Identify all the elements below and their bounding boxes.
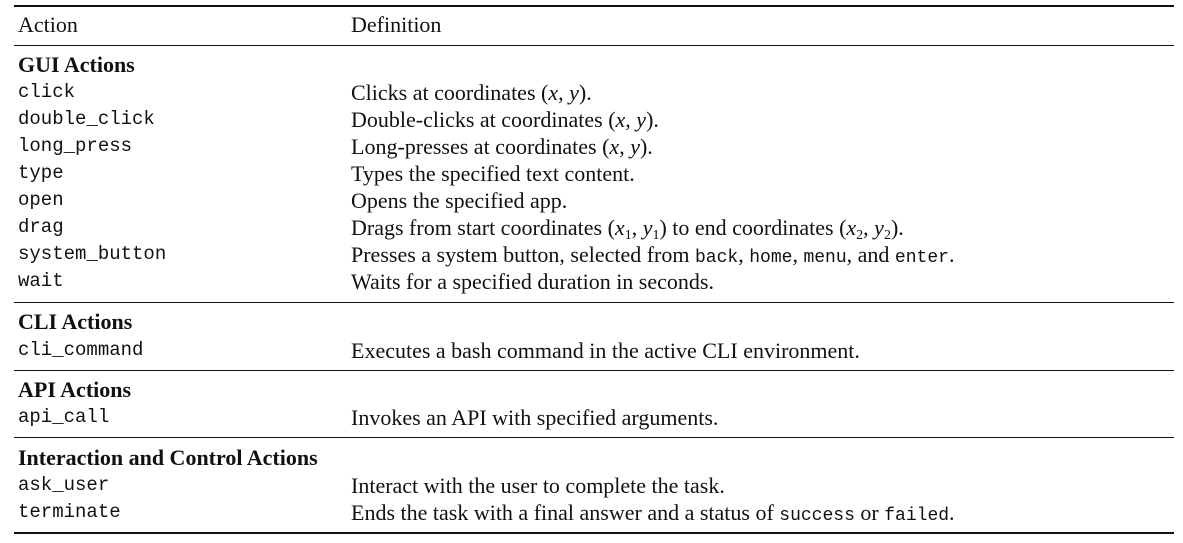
header-definition: Definition	[351, 12, 442, 37]
action-name: drag	[18, 216, 64, 238]
math-expression: (x, y)	[541, 80, 587, 105]
header-action: Action	[18, 12, 78, 37]
action-definition: Types the specified text content.	[351, 161, 635, 186]
action-name: system_button	[18, 243, 167, 265]
action-name: double_click	[18, 108, 155, 130]
option-home: home	[749, 248, 793, 268]
action-definition: Interact with the user to complete the t…	[351, 473, 725, 498]
action-name: open	[18, 189, 64, 211]
action-definition: Clicks at coordinates (x, y).	[351, 80, 592, 105]
action-definition: Ends the task with a final answer and a …	[351, 500, 955, 526]
math-expression: (x2, y2)	[839, 215, 899, 243]
action-name: click	[18, 81, 76, 103]
action-definition: Presses a system button, selected from b…	[351, 242, 955, 268]
action-name: ask_user	[18, 474, 110, 496]
table-row: open Opens the specified app.	[14, 187, 1174, 214]
top-rule	[14, 5, 1174, 7]
action-definition: Executes a bash command in the active CL…	[351, 338, 860, 363]
action-name: long_press	[18, 135, 133, 157]
section-title-cli: CLI Actions	[18, 309, 133, 334]
table-row: wait Waits for a specified duration in s…	[14, 268, 1174, 295]
header-rule	[14, 45, 1174, 46]
option-failed: failed	[884, 506, 950, 526]
table-row: double_click Double-clicks at coordinate…	[14, 106, 1174, 133]
option-success: success	[779, 506, 855, 526]
table-row: long_press Long-presses at coordinates (…	[14, 133, 1174, 160]
section-rule	[14, 437, 1174, 438]
section-title-interaction: Interaction and Control Actions	[18, 445, 318, 470]
action-name: api_call	[18, 406, 110, 428]
action-definition: Opens the specified app.	[351, 188, 568, 213]
section-rule	[14, 302, 1174, 303]
action-definition: Double-clicks at coordinates (x, y).	[351, 107, 659, 132]
action-name: cli_command	[18, 339, 144, 361]
action-name: wait	[18, 270, 64, 292]
table-row: system_button Presses a system button, s…	[14, 241, 1174, 268]
option-back: back	[695, 248, 739, 268]
section-title-api: API Actions	[18, 377, 132, 402]
action-definition: Waits for a specified duration in second…	[351, 269, 714, 294]
table-row: drag Drags from start coordinates (x1, y…	[14, 214, 1174, 243]
table-row: api_call Invokes an API with specified a…	[14, 404, 1174, 431]
action-name: type	[18, 162, 64, 184]
math-expression: (x, y)	[602, 134, 648, 159]
action-definition: Invokes an API with specified arguments.	[351, 405, 719, 430]
table-row: cli_command Executes a bash command in t…	[14, 337, 1174, 364]
option-enter: enter	[894, 248, 949, 268]
table-row: click Clicks at coordinates (x, y).	[14, 79, 1174, 106]
option-menu: menu	[803, 248, 847, 268]
section-title-gui: GUI Actions	[18, 52, 135, 77]
math-expression: (x, y)	[608, 107, 654, 132]
action-name: terminate	[18, 501, 121, 523]
math-expression: (x1, y1)	[607, 215, 667, 243]
section-rule	[14, 370, 1174, 371]
action-definition: Drags from start coordinates (x1, y1) to…	[351, 215, 904, 243]
action-definition: Long-presses at coordinates (x, y).	[351, 134, 653, 159]
table-row: type Types the specified text content.	[14, 160, 1174, 187]
table-row: terminate Ends the task with a final ans…	[14, 499, 1174, 526]
table-row: ask_user Interact with the user to compl…	[14, 472, 1174, 499]
bottom-rule	[14, 532, 1174, 534]
